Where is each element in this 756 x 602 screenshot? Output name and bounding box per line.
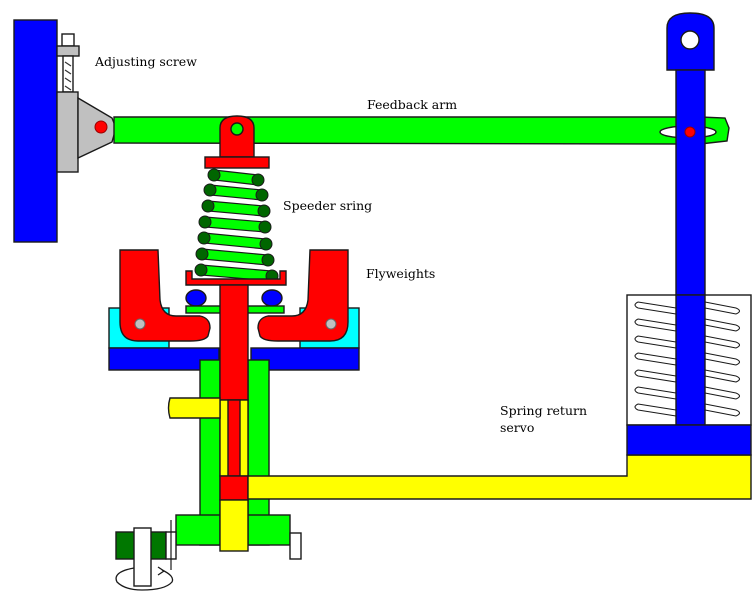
bracket-pivot-pin <box>94 120 108 134</box>
servo-spring-coil <box>704 318 741 332</box>
spring-coil-end <box>197 231 211 245</box>
servo-spring-coil <box>704 352 741 366</box>
label-flyweights: Flyweights <box>366 266 435 281</box>
fixed-frame <box>13 19 58 243</box>
control-oil-line <box>247 454 752 500</box>
label-servo-line2: servo <box>500 420 534 435</box>
vent-port <box>289 532 302 560</box>
flyweights <box>119 249 349 342</box>
rod-pivot-pin <box>684 126 696 138</box>
spring-coil <box>207 200 265 217</box>
flyweight-right-pin <box>325 318 337 330</box>
feedback-arm <box>113 116 730 145</box>
spring-coil-end <box>195 247 209 261</box>
pilot-valve-rod <box>227 399 241 477</box>
servo-spring-coil <box>634 318 677 332</box>
label-feedback-arm: Feedback arm <box>367 97 457 112</box>
spring-coil-end <box>198 215 212 229</box>
servo-piston <box>626 424 752 456</box>
drive-shaft <box>133 527 152 587</box>
label-adjusting-screw: Adjusting screw <box>94 54 197 69</box>
flyweight-left <box>119 249 211 342</box>
servo-spring-coil <box>704 369 741 383</box>
spring-coil-end <box>258 220 272 234</box>
spring-coil-end <box>201 199 215 213</box>
output-rod-eye <box>680 30 700 50</box>
drive-gear <box>115 520 177 591</box>
spring-coil <box>201 248 269 266</box>
oil-drain <box>219 499 249 552</box>
spring-coil-end <box>259 237 273 251</box>
spring-coil-end <box>203 183 217 197</box>
servo-return-spring <box>634 301 741 417</box>
pivot-bracket <box>56 91 117 173</box>
pilot-valve-land <box>219 475 249 501</box>
spring-coil <box>209 184 263 201</box>
servo-spring-coil <box>634 403 677 417</box>
flyweight-left-pin <box>134 318 146 330</box>
spring-coil-end <box>257 204 271 218</box>
servo-spring-coil <box>704 403 741 417</box>
adjusting-screw <box>56 33 80 93</box>
thrust-ball-right <box>261 289 283 307</box>
spring-coil-end <box>207 168 221 182</box>
rotation-arrow-icon <box>115 567 174 591</box>
label-servo-line1: Spring return <box>500 403 587 418</box>
pilot-valve-stem <box>219 284 249 401</box>
spring-coil-end <box>194 263 208 277</box>
servo-spring-coil <box>704 301 741 315</box>
spring-coil-end <box>261 253 275 267</box>
servo-spring-coil <box>634 369 677 383</box>
flyweight-right <box>257 249 349 342</box>
servo-spring-coil <box>634 335 677 349</box>
thrust-ball-left <box>185 289 207 307</box>
spring-coil <box>213 169 259 186</box>
servo-spring-coil <box>704 335 741 349</box>
spring-coil <box>203 232 267 250</box>
servo-spring-coil <box>634 386 677 400</box>
spring-coil-end <box>251 173 265 187</box>
spring-clevis <box>204 115 270 169</box>
oil-supply-inlet <box>167 397 221 419</box>
spring-coil <box>204 216 266 233</box>
servo-spring-coil <box>634 352 677 366</box>
servo-spring-coil <box>634 301 677 315</box>
servo-cylinder <box>626 294 752 456</box>
speeder-spring <box>194 168 279 283</box>
spring-coil-end <box>255 188 269 202</box>
label-speeder-spring: Speeder sring <box>283 198 372 213</box>
servo-spring-coil <box>704 386 741 400</box>
